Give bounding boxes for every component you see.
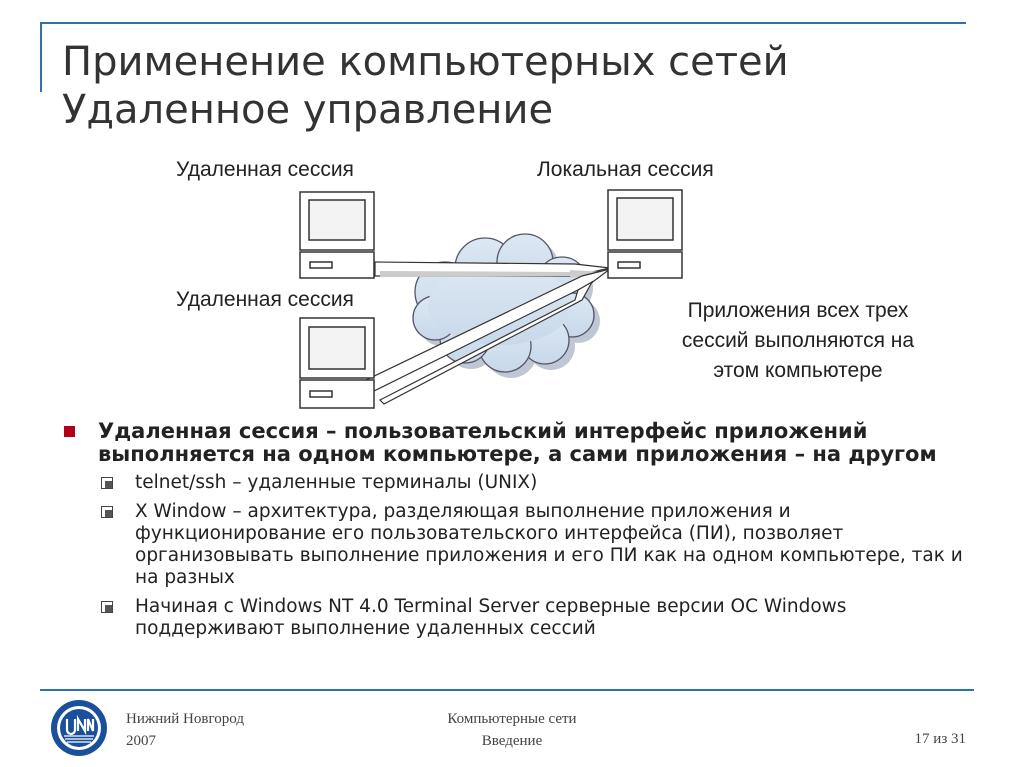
unn-logo-icon — [51, 700, 107, 756]
page-number: 17 из 31 — [914, 731, 966, 747]
sub-bullet-text: telnet/ssh – удаленные терминалы (UNIX) — [135, 472, 538, 493]
checkbox-bullet-icon — [101, 506, 113, 518]
connection-arrows — [365, 261, 611, 405]
footer-year: 2007 — [126, 733, 156, 749]
sub-bullet-text: Начиная с Windows NT 4.0 Terminal Server… — [135, 596, 847, 639]
diagram-note-line: сессий выполняются на — [681, 329, 915, 352]
remote-computer-top-icon — [299, 191, 375, 279]
local-session-label: Локальная сессия — [537, 158, 714, 181]
top-rule — [40, 22, 966, 24]
remote-session-top-label: Удаленная сессия — [176, 158, 354, 181]
slide-title-line1: Применение компьютерных сетей — [62, 39, 789, 85]
main-bullet: Удаленная сессия – пользовательский инте… — [62, 420, 972, 466]
footer-course-title: Компьютерные сети — [447, 711, 577, 727]
diagram-note-line: этом компьютере — [713, 359, 883, 382]
footer-org: Нижний Новгород 2007 — [126, 708, 244, 752]
slide-title: Применение компьютерных сетей Удаленное … — [62, 38, 962, 134]
sub-bullet-text: X Window – архитектура, разделяющая выпо… — [135, 501, 963, 588]
main-bullet-text: Удаленная сессия – пользовательский инте… — [98, 419, 937, 466]
footer-course: Компьютерные сети Введение — [400, 708, 624, 752]
slide-content: Удаленная сессия – пользовательский инте… — [62, 420, 972, 647]
bottom-rule — [40, 689, 974, 691]
checkbox-bullet-icon — [101, 477, 113, 489]
square-bullet-icon — [64, 426, 75, 437]
sub-bullet: Начиная с Windows NT 4.0 Terminal Server… — [99, 596, 972, 640]
slide-title-line2: Удаленное управление — [62, 87, 554, 133]
sub-bullet-list: telnet/ssh – удаленные терминалы (UNIX) … — [62, 472, 972, 640]
remote-session-bottom-label: Удаленная сессия — [176, 288, 354, 311]
footer-course-section: Введение — [481, 733, 543, 749]
sub-bullet: X Window – архитектура, разделяющая выпо… — [99, 501, 972, 589]
footer-city: Нижний Новгород — [126, 711, 244, 727]
diagram-note-line: Приложения всех трех — [687, 299, 909, 322]
local-computer-icon — [607, 189, 683, 279]
left-rule — [40, 22, 42, 92]
checkbox-bullet-icon — [101, 601, 113, 613]
diagram-note: Приложения всех трех сессий выполняются … — [648, 296, 948, 386]
remote-computer-bottom-icon — [299, 317, 375, 409]
sub-bullet: telnet/ssh – удаленные терминалы (UNIX) — [99, 472, 972, 494]
